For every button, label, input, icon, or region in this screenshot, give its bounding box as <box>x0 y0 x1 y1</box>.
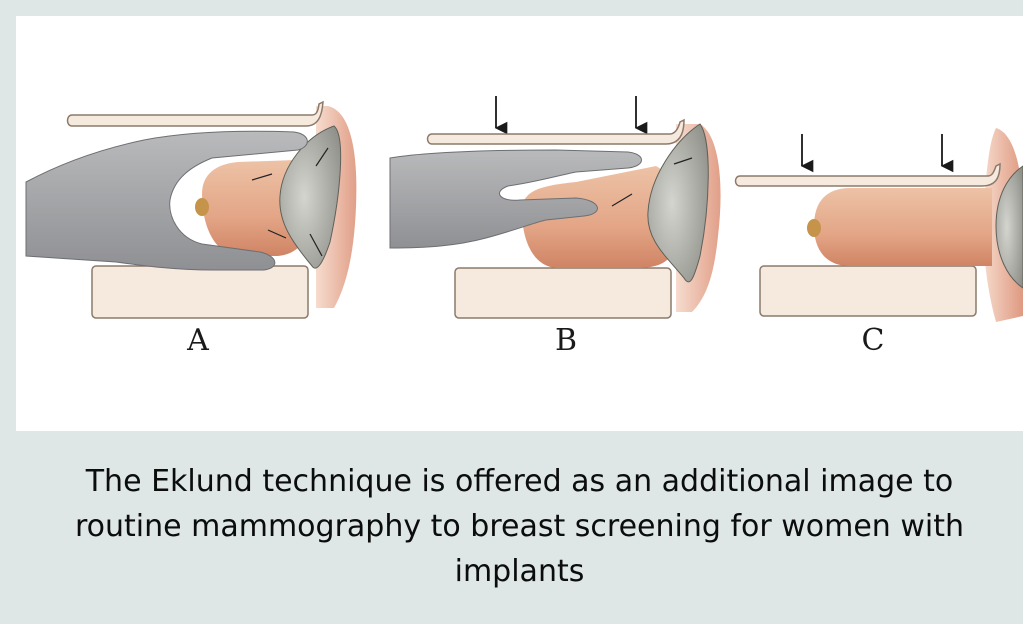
detector-platform-a <box>92 266 308 318</box>
figure-caption: The Eklund technique is offered as an ad… <box>56 459 983 594</box>
caption-panel: The Eklund technique is offered as an ad… <box>16 431 1023 624</box>
panel-label-c: C <box>862 323 885 358</box>
illustration-card: A B C <box>16 16 1023 431</box>
panel-a <box>26 102 356 318</box>
detector-platform-c <box>760 266 976 316</box>
compression-paddle-c <box>736 164 1001 186</box>
eklund-technique-illustration: A B C <box>16 16 1023 431</box>
nipple-a <box>195 198 209 216</box>
compression-paddle-b <box>428 120 685 144</box>
detector-platform-b <box>455 268 671 318</box>
panel-label-a: A <box>186 323 209 358</box>
panel-c <box>736 128 1023 322</box>
breast-tissue-c <box>814 188 992 266</box>
panel-label-b: B <box>555 323 577 358</box>
panel-b <box>390 96 721 318</box>
compression-paddle-a <box>68 102 324 126</box>
nipple-c <box>807 219 821 237</box>
